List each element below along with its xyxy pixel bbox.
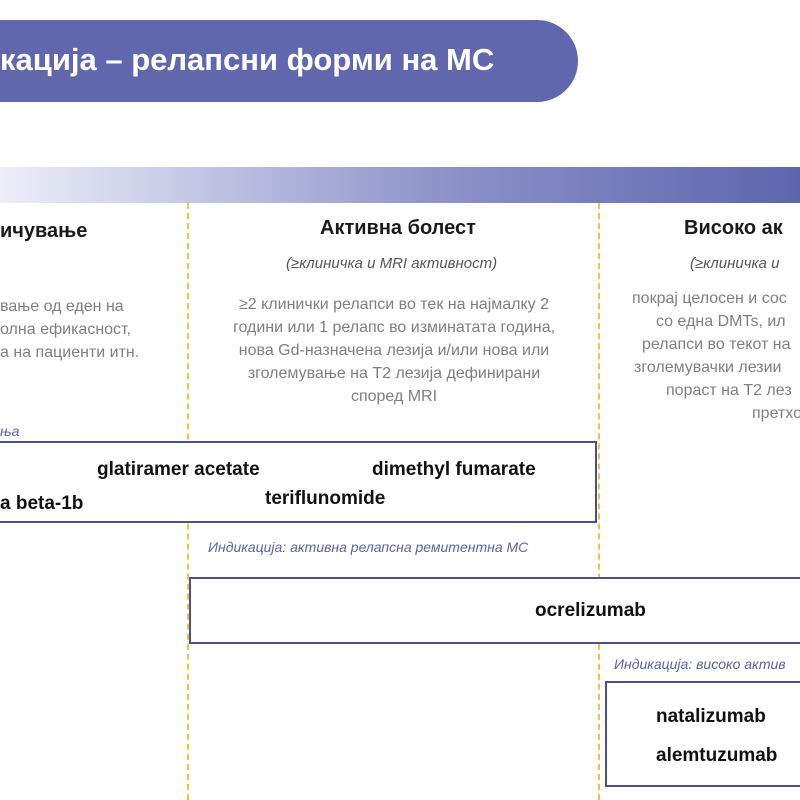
description-line: пораст на Т2 лез: [666, 382, 792, 399]
drug-box-high-efficacy: [605, 681, 800, 787]
description-line: според MRI: [350, 388, 438, 405]
description-line: покрај целосен и сос: [632, 290, 787, 307]
description-line: години или 1 релапс во изминатата година…: [232, 319, 556, 336]
indication-fragment-mild: ња: [0, 423, 20, 439]
drug-natalizumab: natalizumab: [656, 706, 766, 727]
description-line: нова Gd-назначена лезија и/или нова или: [238, 342, 550, 359]
column-title-active: Активна болест: [320, 217, 476, 239]
column-title-highly-active: Високо ак: [684, 217, 783, 239]
description-line: ≥2 клинички релапси во тек на најмалку 2: [239, 296, 549, 313]
description-line: со една DMTs, ил: [656, 313, 786, 330]
drug-alemtuzumab: alemtuzumab: [656, 745, 778, 766]
description-line: вање од еден на: [0, 298, 124, 315]
drug-dimethyl-fumarate: dimethyl fumarate: [372, 459, 536, 480]
severity-gradient-bar: [0, 167, 800, 203]
description-line: зголемувачки лезии: [634, 359, 782, 376]
drug-box-ocrelizumab: [189, 577, 800, 644]
drug-interferon-beta-1b: a beta-1b: [0, 493, 84, 514]
column-description-mild: вање од еден на олна ефикасност, а на па…: [0, 295, 139, 364]
indication-highly-active: Индикација: високо актив: [614, 656, 786, 672]
description-line: претхо: [752, 405, 800, 422]
description-line: а на пациенти итн.: [0, 344, 140, 361]
description-line: олна ефикасност,: [0, 321, 132, 338]
description-line: релапси во текот на: [642, 336, 791, 353]
description-line: зголемување на Т2 лезија дефинирани: [247, 365, 541, 382]
drug-teriflunomide: teriflunomide: [265, 488, 386, 509]
drug-ocrelizumab: ocrelizumab: [535, 600, 646, 621]
page-title: кација – релапсни форми на МС: [0, 42, 495, 77]
column-title-mild: ичување: [0, 220, 88, 242]
indication-active-rrms: Индикација: активна релапсна ремитентна …: [208, 539, 529, 555]
title-banner: [0, 20, 578, 102]
column-divider-right: [598, 203, 600, 800]
column-description-highly-active: покрај целосен и сос со една DMTs, ил ре…: [632, 287, 800, 425]
drug-box-first-line: [0, 441, 597, 523]
column-subtitle-highly-active: (≥клиничка и: [690, 255, 780, 272]
drug-glatiramer-acetate: glatiramer acetate: [97, 459, 260, 480]
column-subtitle-active: (≥клиничка и MRI активност): [286, 255, 498, 272]
column-description-active: ≥2 клинички релапси во тек на најмалку 2…: [195, 293, 593, 408]
